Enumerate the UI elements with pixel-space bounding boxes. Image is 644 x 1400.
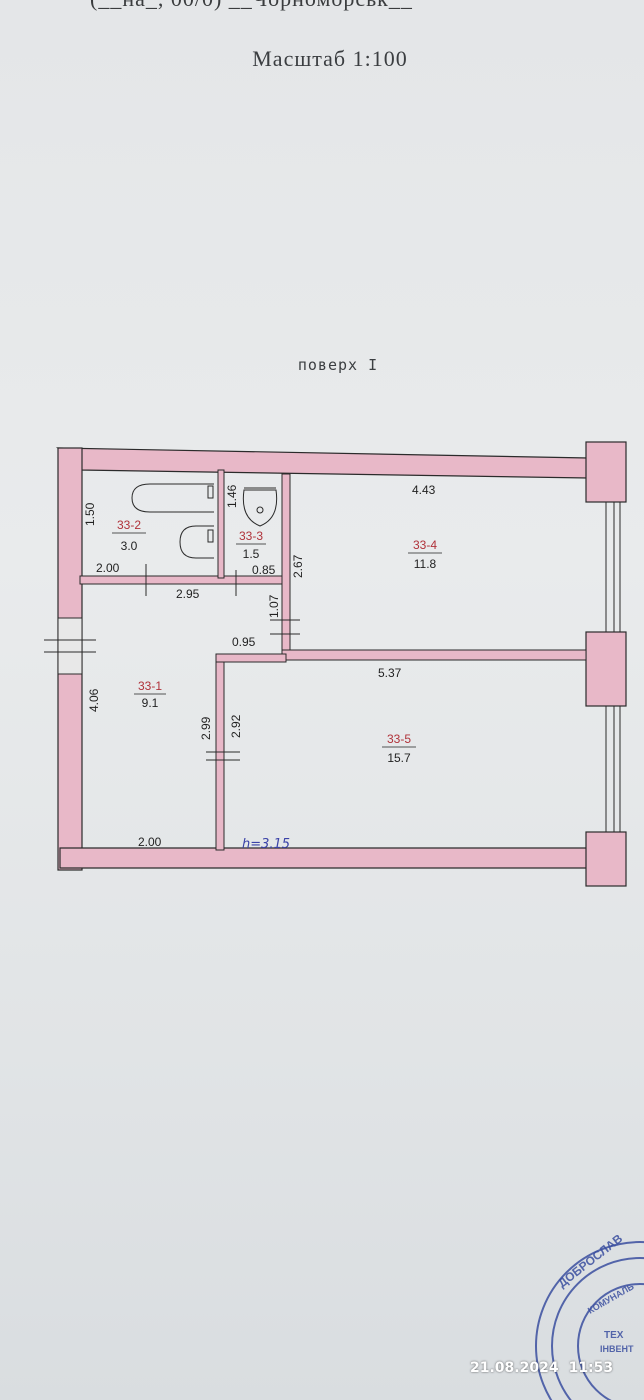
dim-4-43: 4.43 — [412, 483, 436, 497]
room-33-1: 33-1 9.1 — [134, 679, 166, 710]
room-33-4-id: 33-4 — [413, 538, 437, 552]
dim-2-99: 2.99 — [199, 716, 213, 740]
left-window — [44, 617, 96, 675]
ceiling-height-note: h=3.15 — [242, 837, 290, 852]
dim-2-67: 2.67 — [291, 554, 305, 578]
room-33-4: 33-4 11.8 — [408, 538, 442, 571]
room-33-3-id: 33-3 — [239, 529, 263, 543]
dim-5-37: 5.37 — [378, 666, 402, 680]
room-33-2-id: 33-2 — [117, 518, 141, 532]
header-fragment: (__нa_, 00/0) __Чорноморськ__ — [90, 0, 610, 12]
room-33-5: 33-5 15.7 — [382, 732, 416, 765]
dim-2-95: 2.95 — [176, 587, 200, 601]
stamp-inner-text-2: ТЕХ — [604, 1330, 624, 1341]
timestamp-date: 21.08.2024 — [470, 1360, 559, 1376]
room-33-4-area: 11.8 — [414, 557, 437, 571]
room-33-3: 33-3 1.5 — [236, 529, 266, 561]
dim-2-00-bottom: 2.00 — [138, 835, 162, 849]
toilet-icon — [242, 487, 278, 527]
dim-0-85: 0.85 — [252, 563, 276, 577]
photo-timestamp: 21.08.2024 11:53 — [470, 1360, 623, 1376]
room-33-1-area: 9.1 — [142, 696, 159, 710]
dim-4-06: 4.06 — [87, 688, 101, 712]
dim-1-46: 1.46 — [225, 484, 239, 508]
dim-2-92: 2.92 — [229, 714, 243, 738]
room-33-2: 33-2 3.0 — [112, 518, 146, 553]
timestamp-time: 11:53 — [568, 1360, 614, 1376]
bathtub-icon — [131, 483, 214, 559]
dim-1-50: 1.50 — [83, 502, 97, 526]
scale-label: Масштаб 1:100 — [252, 46, 408, 71]
room-33-1-id: 33-1 — [138, 679, 162, 693]
room-33-5-id: 33-5 — [387, 732, 411, 746]
dim-0-95: 0.95 — [232, 635, 256, 649]
stamp-inner-text-3: ІНВЕНТ — [600, 1344, 634, 1354]
dim-2-00-top: 2.00 — [96, 561, 120, 575]
room-33-2-area: 3.0 — [121, 539, 138, 553]
dim-1-07: 1.07 — [267, 594, 281, 618]
room-33-3-area: 1.5 — [243, 547, 260, 561]
right-window — [605, 502, 621, 832]
dimensions: 1.50 2.00 1.46 0.85 2.95 4.43 2.67 1.07 … — [83, 483, 436, 849]
floor-label: поверх I — [297, 356, 379, 374]
room-33-5-area: 15.7 — [387, 751, 411, 765]
stamp-inner-text-1: КОМУНАЛЬ — [586, 1281, 636, 1316]
door-marks — [145, 564, 300, 761]
